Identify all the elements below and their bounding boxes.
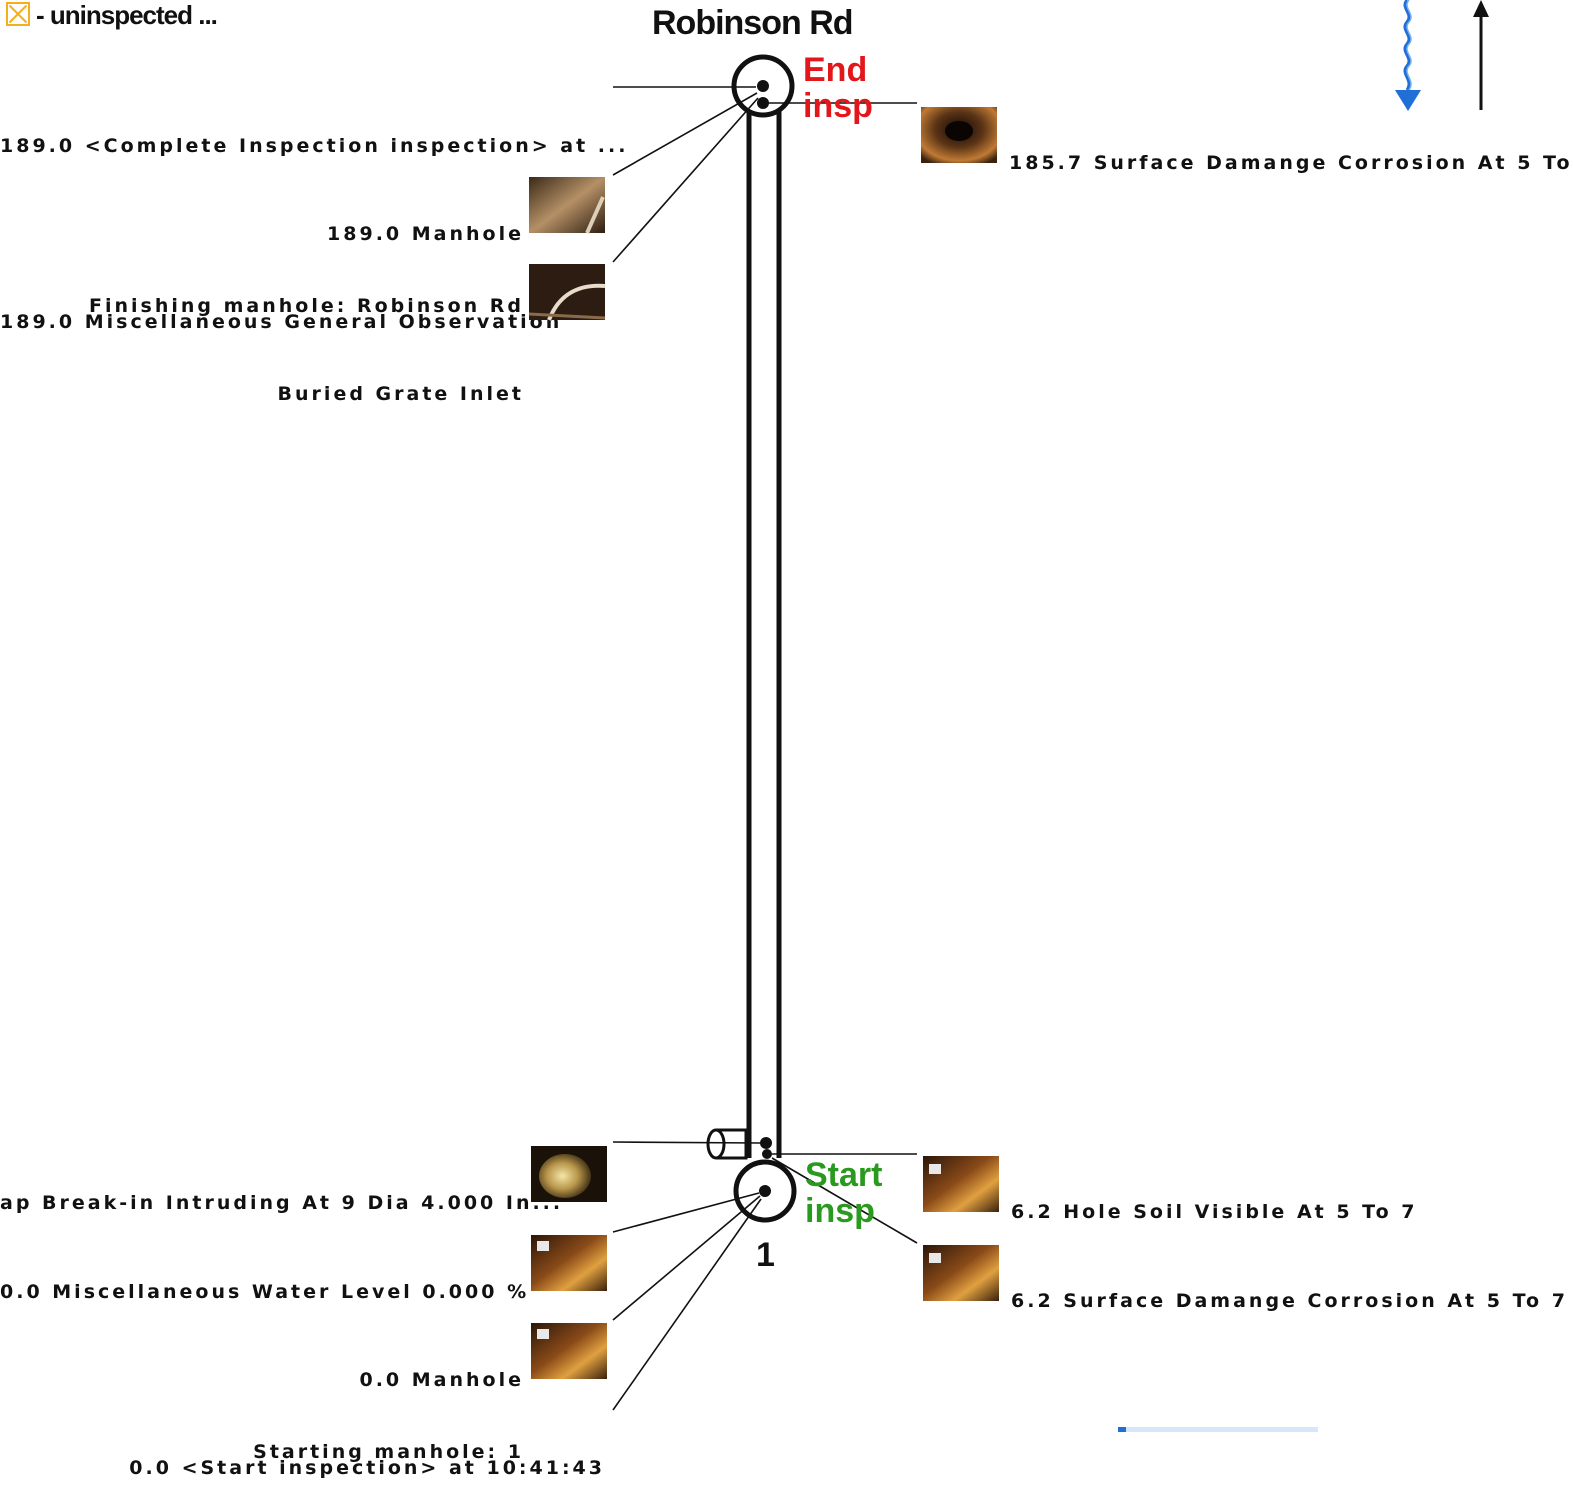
observation-thumbnail[interactable] [531, 1146, 607, 1202]
north-arrow-icon [1473, 0, 1489, 110]
pipe-diagram [612, 0, 1489, 1432]
observation-line2: Finishing manhole: Robinson Rd [88, 295, 524, 317]
leader-lines-top [612, 86, 917, 263]
start-observation-dot [760, 1137, 772, 1149]
end-observation-dot [757, 97, 769, 109]
start-observation-dot-2 [762, 1149, 772, 1159]
end-insp-line2: insp [803, 87, 873, 125]
observation-label-surface-damage-185[interactable]: 185.7 Surface Damange Corrosion At 5 To [1009, 103, 1573, 199]
end-manhole-dot [757, 80, 769, 92]
manhole-number-label: 1 [756, 1236, 775, 1274]
observation-line2: Starting manhole: 1 [253, 1441, 524, 1463]
observation-label-complete-inspection[interactable]: 189.0 <Complete Inspection inspection> a… [0, 86, 629, 182]
observation-line1: 6.2 Hole Soil Visible At 5 To 7 [1011, 1201, 1418, 1223]
observation-thumbnail[interactable] [531, 1323, 607, 1379]
observation-line1: 0.0 Miscellaneous Water Level 0.000 % [0, 1281, 530, 1303]
observation-label-tap-break-in[interactable]: ap Break-in Intruding At 9 Dia 4.000 In.… [0, 1143, 564, 1239]
tap-icon [706, 1128, 748, 1160]
observation-line1: 189.0 Miscellaneous General Observation [0, 311, 563, 333]
observation-line1: 185.7 Surface Damange Corrosion At 5 To [1009, 152, 1573, 174]
observation-label-hole-soil[interactable]: 6.2 Hole Soil Visible At 5 To 7 [1011, 1152, 1418, 1248]
observation-line1: 0.0 <Start inspection> at 10:41:43 [129, 1457, 605, 1479]
start-insp-line2: insp [805, 1192, 875, 1230]
observation-thumbnail[interactable] [921, 107, 997, 163]
observation-label-surface-damage-6[interactable]: 6.2 Surface Damange Corrosion At 5 To 7 [1011, 1241, 1568, 1337]
end-insp-label: End insp [803, 52, 873, 124]
leader-lines-bottom [612, 1141, 918, 1411]
scale-bar-icon [1118, 1427, 1318, 1432]
observation-line1: 6.2 Surface Damange Corrosion At 5 To 7 [1011, 1290, 1568, 1312]
observation-thumbnail[interactable] [923, 1156, 999, 1212]
end-insp-line1: End [803, 51, 868, 89]
observation-label-water-level[interactable]: 0.0 Miscellaneous Water Level 0.000 % [0, 1232, 526, 1328]
observation-line1: 189.0 Manhole [327, 223, 524, 245]
observation-line2: Buried Grate Inlet [277, 383, 524, 405]
crossed-box-icon [6, 2, 30, 26]
observation-label-buried-grate[interactable]: 189.0 Miscellaneous General Observation … [0, 262, 563, 430]
start-insp-line1: Start [805, 1156, 883, 1194]
observation-line1: ap Break-in Intruding At 9 Dia 4.000 In.… [0, 1192, 564, 1214]
observation-thumbnail[interactable] [528, 264, 606, 321]
start-manhole-dot [759, 1185, 771, 1197]
street-name-label: Robinson Rd [652, 4, 854, 42]
legend-uninspected: - uninspected ... [6, 0, 218, 31]
observation-label-start-inspection[interactable]: 0.0 <Start inspection> at 10:41:43 [0, 1408, 605, 1504]
observation-label-finishing-manhole[interactable]: 189.0 Manhole Finishing manhole: Robinso… [0, 174, 524, 342]
start-insp-label: Start insp [805, 1157, 882, 1229]
observation-thumbnail[interactable] [923, 1245, 999, 1301]
observation-line1: 0.0 Manhole [359, 1369, 524, 1391]
observation-thumbnail[interactable] [529, 177, 605, 234]
observation-line1: 189.0 <Complete Inspection inspection> a… [0, 135, 629, 157]
flow-direction-icon [1395, 0, 1421, 111]
legend-text: - uninspected ... [36, 0, 218, 30]
observation-label-starting-manhole[interactable]: 0.0 Manhole Starting manhole: 1 [0, 1320, 524, 1488]
observation-thumbnail[interactable] [531, 1235, 607, 1291]
